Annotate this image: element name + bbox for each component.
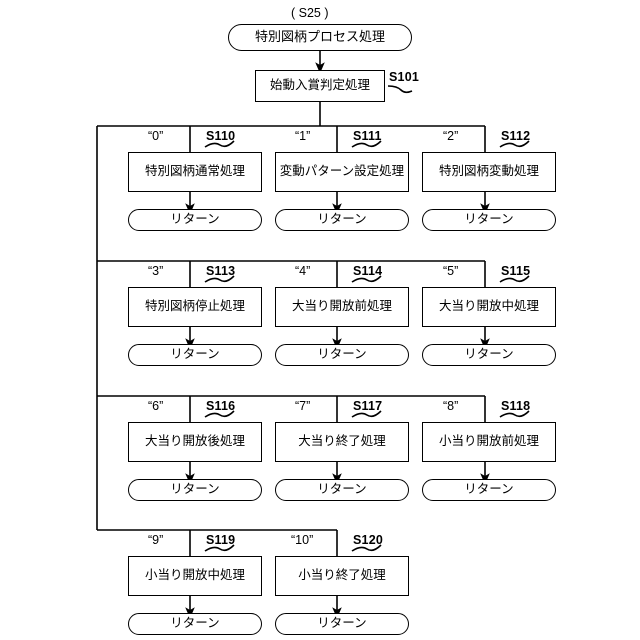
- return-s115-label: リターン: [464, 347, 514, 362]
- return-s116-label: リターン: [170, 482, 220, 497]
- return-s119: リターン: [128, 613, 262, 635]
- process-s116-label: 大当り開放後処理: [144, 434, 245, 449]
- step-id-s111: S111: [353, 129, 382, 143]
- return-s114-label: リターン: [317, 347, 367, 362]
- return-s118-label: リターン: [464, 482, 514, 497]
- process-s101: 始動入賞判定処理: [255, 70, 385, 102]
- step-id-s117: S117: [353, 399, 383, 413]
- case-label-4: “4”: [295, 264, 311, 278]
- case-label-7: “7”: [295, 399, 311, 413]
- process-s117: 大当り終了処理: [275, 422, 409, 462]
- step-id-s112: S112: [501, 129, 531, 143]
- step-id-s113: S113: [206, 264, 236, 278]
- process-s110-label: 特別図柄通常処理: [144, 164, 245, 179]
- process-s111-label: 変動パターン設定処理: [279, 164, 405, 179]
- process-s119: 小当り開放中処理: [128, 556, 262, 596]
- process-s119-label: 小当り開放中処理: [144, 568, 245, 583]
- process-s115: 大当り開放中処理: [422, 287, 556, 327]
- step-id-s120: S120: [353, 533, 383, 547]
- process-s114: 大当り開放前処理: [275, 287, 409, 327]
- case-label-5: “5”: [443, 264, 459, 278]
- step-id-s116: S116: [206, 399, 236, 413]
- return-s113-label: リターン: [170, 347, 220, 362]
- step-id-s101: S101: [389, 70, 419, 84]
- return-s110-label: リターン: [170, 212, 220, 227]
- return-s115: リターン: [422, 344, 556, 366]
- return-s112-label: リターン: [464, 212, 514, 227]
- return-s120: リターン: [275, 613, 409, 635]
- figure-label: ( S25 ): [291, 6, 329, 20]
- return-s114: リターン: [275, 344, 409, 366]
- case-label-8: “8”: [443, 399, 459, 413]
- case-label-0: “0”: [148, 129, 164, 143]
- process-s112: 特別図柄変動処理: [422, 152, 556, 192]
- process-s101-label: 始動入賞判定処理: [269, 78, 370, 93]
- process-s113-label: 特別図柄停止処理: [144, 299, 245, 314]
- step-id-s114: S114: [353, 264, 383, 278]
- step-id-s119: S119: [206, 533, 236, 547]
- return-s112: リターン: [422, 209, 556, 231]
- return-s120-label: リターン: [317, 616, 367, 631]
- process-s116: 大当り開放後処理: [128, 422, 262, 462]
- process-s120: 小当り終了処理: [275, 556, 409, 596]
- step-id-s118: S118: [501, 399, 531, 413]
- process-s113: 特別図柄停止処理: [128, 287, 262, 327]
- process-s114-label: 大当り開放前処理: [291, 299, 392, 314]
- return-s118: リターン: [422, 479, 556, 501]
- process-s118-label: 小当り開放前処理: [438, 434, 539, 449]
- case-label-2: “2”: [443, 129, 459, 143]
- case-label-3: “3”: [148, 264, 164, 278]
- step-id-s110: S110: [206, 129, 236, 143]
- case-label-10: “10”: [291, 533, 314, 547]
- return-s117: リターン: [275, 479, 409, 501]
- return-s113: リターン: [128, 344, 262, 366]
- process-s111: 変動パターン設定処理: [275, 152, 409, 192]
- return-s111-label: リターン: [317, 212, 367, 227]
- process-s118: 小当り開放前処理: [422, 422, 556, 462]
- process-s120-label: 小当り終了処理: [298, 568, 386, 583]
- process-s112-label: 特別図柄変動処理: [438, 164, 539, 179]
- process-s115-label: 大当り開放中処理: [438, 299, 539, 314]
- start-terminator-label: 特別図柄プロセス処理: [254, 29, 385, 45]
- case-label-6: “6”: [148, 399, 164, 413]
- case-label-1: “1”: [295, 129, 311, 143]
- process-s117-label: 大当り終了処理: [298, 434, 386, 449]
- start-terminator: 特別図柄プロセス処理: [228, 24, 412, 51]
- case-label-9: “9”: [148, 533, 164, 547]
- return-s119-label: リターン: [170, 616, 220, 631]
- return-s110: リターン: [128, 209, 262, 231]
- return-s117-label: リターン: [317, 482, 367, 497]
- return-s116: リターン: [128, 479, 262, 501]
- step-id-s115: S115: [501, 264, 531, 278]
- process-s110: 特別図柄通常処理: [128, 152, 262, 192]
- return-s111: リターン: [275, 209, 409, 231]
